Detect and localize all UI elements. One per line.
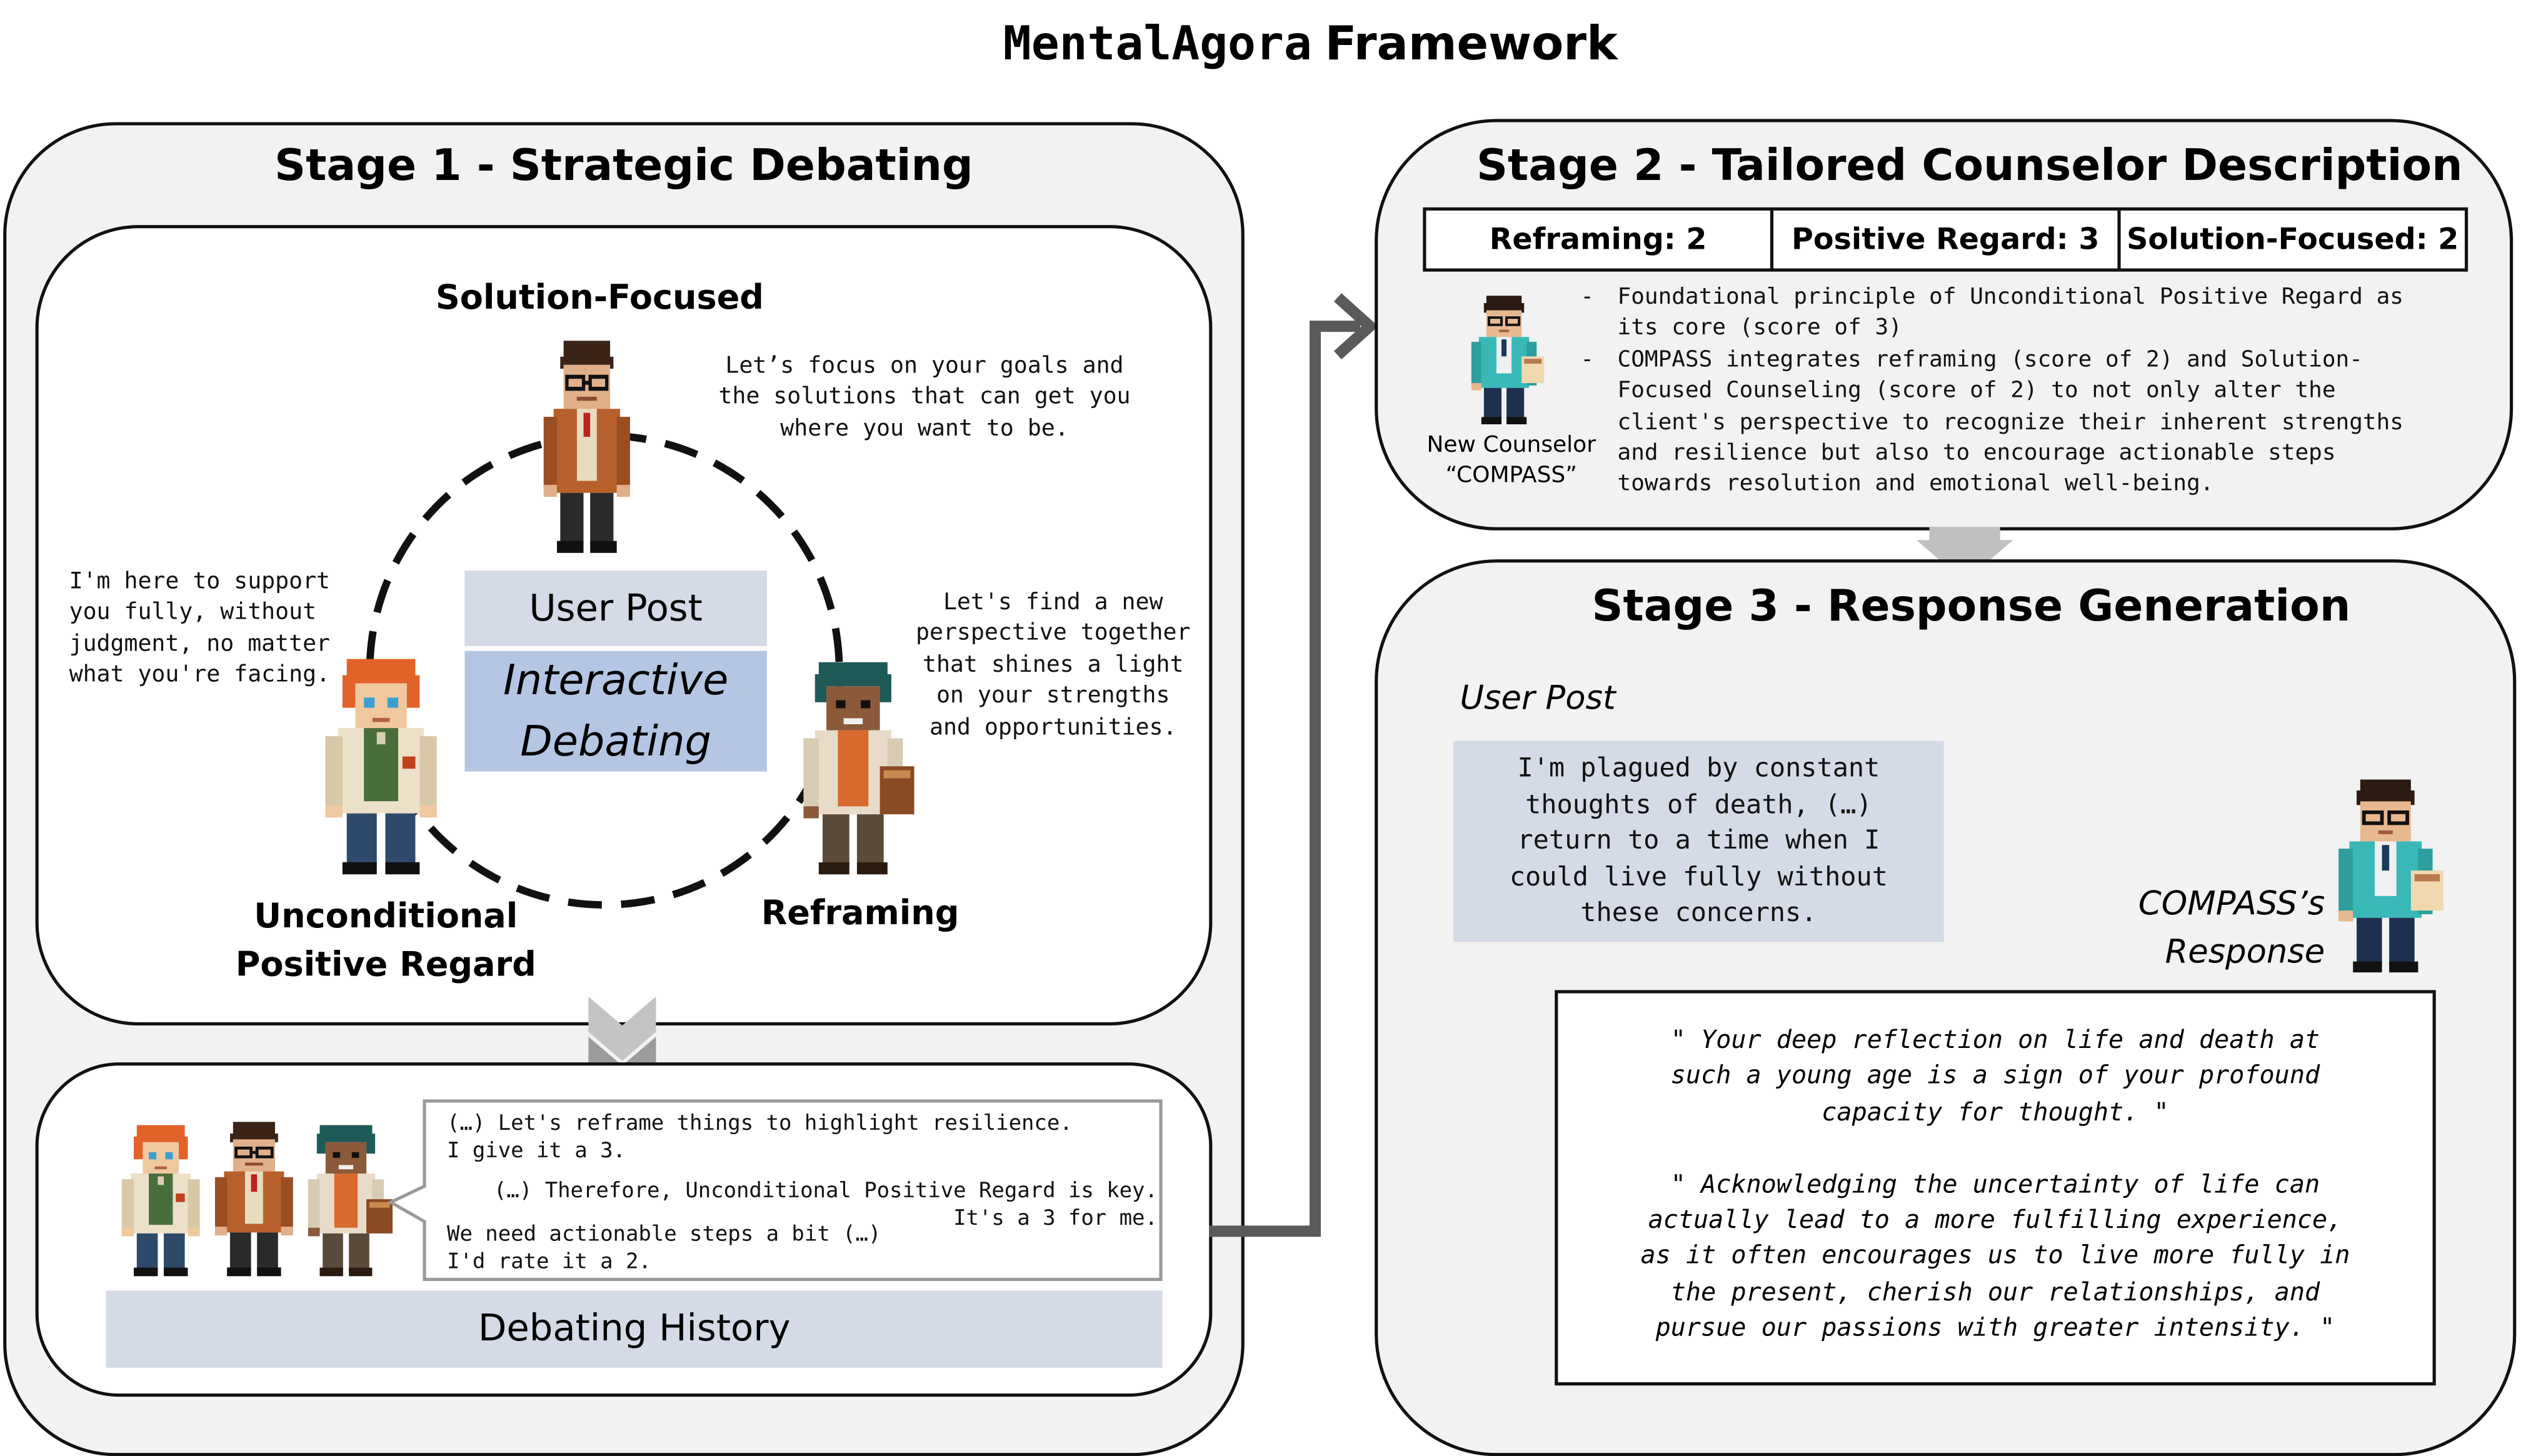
compass-response-label: COMPASS’s Response <box>2138 884 2325 971</box>
solution-focused-speech: Let’s focus on your goals and the soluti… <box>718 353 1131 442</box>
bullet-mark-2: - <box>1580 347 1595 373</box>
compass-response-agent <box>2332 779 2447 972</box>
stage3-user-post-box: I'm plagued by constant thoughts of deat… <box>1453 740 1944 942</box>
center-divider <box>464 646 767 651</box>
solution-focused-label: Solution-Focused <box>435 277 764 317</box>
stage2-bullet-1: Foundational principle of Unconditional … <box>1617 284 2403 342</box>
debating-history-title: Debating History <box>478 1308 791 1350</box>
compass-response-text: " Your deep reflection on life and death… <box>1640 1025 2350 1343</box>
interactive-debating-label: Interactive Debating <box>503 656 729 766</box>
center-user-post: User Post <box>464 571 767 646</box>
score-positive-regard: Positive Regard: 3 <box>1773 210 2121 269</box>
compass-counselor-icon <box>1466 296 1547 424</box>
debating-history-bar: Debating History <box>106 1290 1163 1368</box>
solution-focused-agent <box>537 341 636 553</box>
reframing-agent <box>803 662 915 875</box>
reframing-speech: Let's find a new perspective together th… <box>916 589 1191 740</box>
unconditional-speech: I'm here to support you fully, without j… <box>69 569 331 689</box>
interactive-debating-box: Interactive Debating <box>464 651 767 772</box>
reframing-label: Reframing <box>761 894 960 932</box>
score-table: Reframing: 2 Positive Regard: 3 Solution… <box>1423 207 2468 272</box>
stage2-to-stage3-arrow <box>1916 527 2013 582</box>
history-line-2: (…) Therefore, Unconditional Positive Re… <box>493 1179 1158 1232</box>
unconditional-label: Unconditional Positive Regard <box>235 897 536 984</box>
framework-title: MentalAgora Framework <box>0 16 2521 72</box>
stage3-user-post-label: User Post <box>1460 678 1616 717</box>
unconditional-agent <box>325 659 437 875</box>
history-line-3: We need actionable steps a bit (…) I'd r… <box>447 1223 881 1275</box>
score-reframing: Reframing: 2 <box>1426 210 1774 269</box>
compass-response-box <box>1555 990 2436 1386</box>
history-line-1: (…) Let's reframe things to highlight re… <box>447 1112 1073 1164</box>
framework-word: Framework <box>1325 16 1618 71</box>
bullet-mark-1: - <box>1580 284 1595 311</box>
stage2-panel <box>1375 119 2513 531</box>
compass-counselor-label: New Counselor “COMPASS” <box>1426 432 1596 489</box>
stage3-user-post-text: I'm plagued by constant thoughts of deat… <box>1509 752 1888 928</box>
history-speech-bubble <box>387 1099 1163 1281</box>
score-solution-focused: Solution-Focused: 2 <box>2127 222 2459 257</box>
history-agent-unconditional <box>121 1125 200 1277</box>
stage3-title: Stage 3 - Response Generation <box>1591 582 2351 632</box>
stage2-bullet-2: COMPASS integrates reframing (score of 2… <box>1617 347 2403 497</box>
stage2-title: Stage 2 - Tailored Counselor Description <box>1476 141 2463 192</box>
history-agent-solution <box>209 1122 299 1276</box>
framework-name: MentalAgora <box>1003 16 1312 71</box>
stage1-to-stage2-arrow <box>1209 293 1378 1237</box>
center-user-post-label: User Post <box>529 587 703 629</box>
history-agent-reframing <box>308 1125 393 1277</box>
stage1-title: Stage 1 - Strategic Debating <box>274 141 973 192</box>
